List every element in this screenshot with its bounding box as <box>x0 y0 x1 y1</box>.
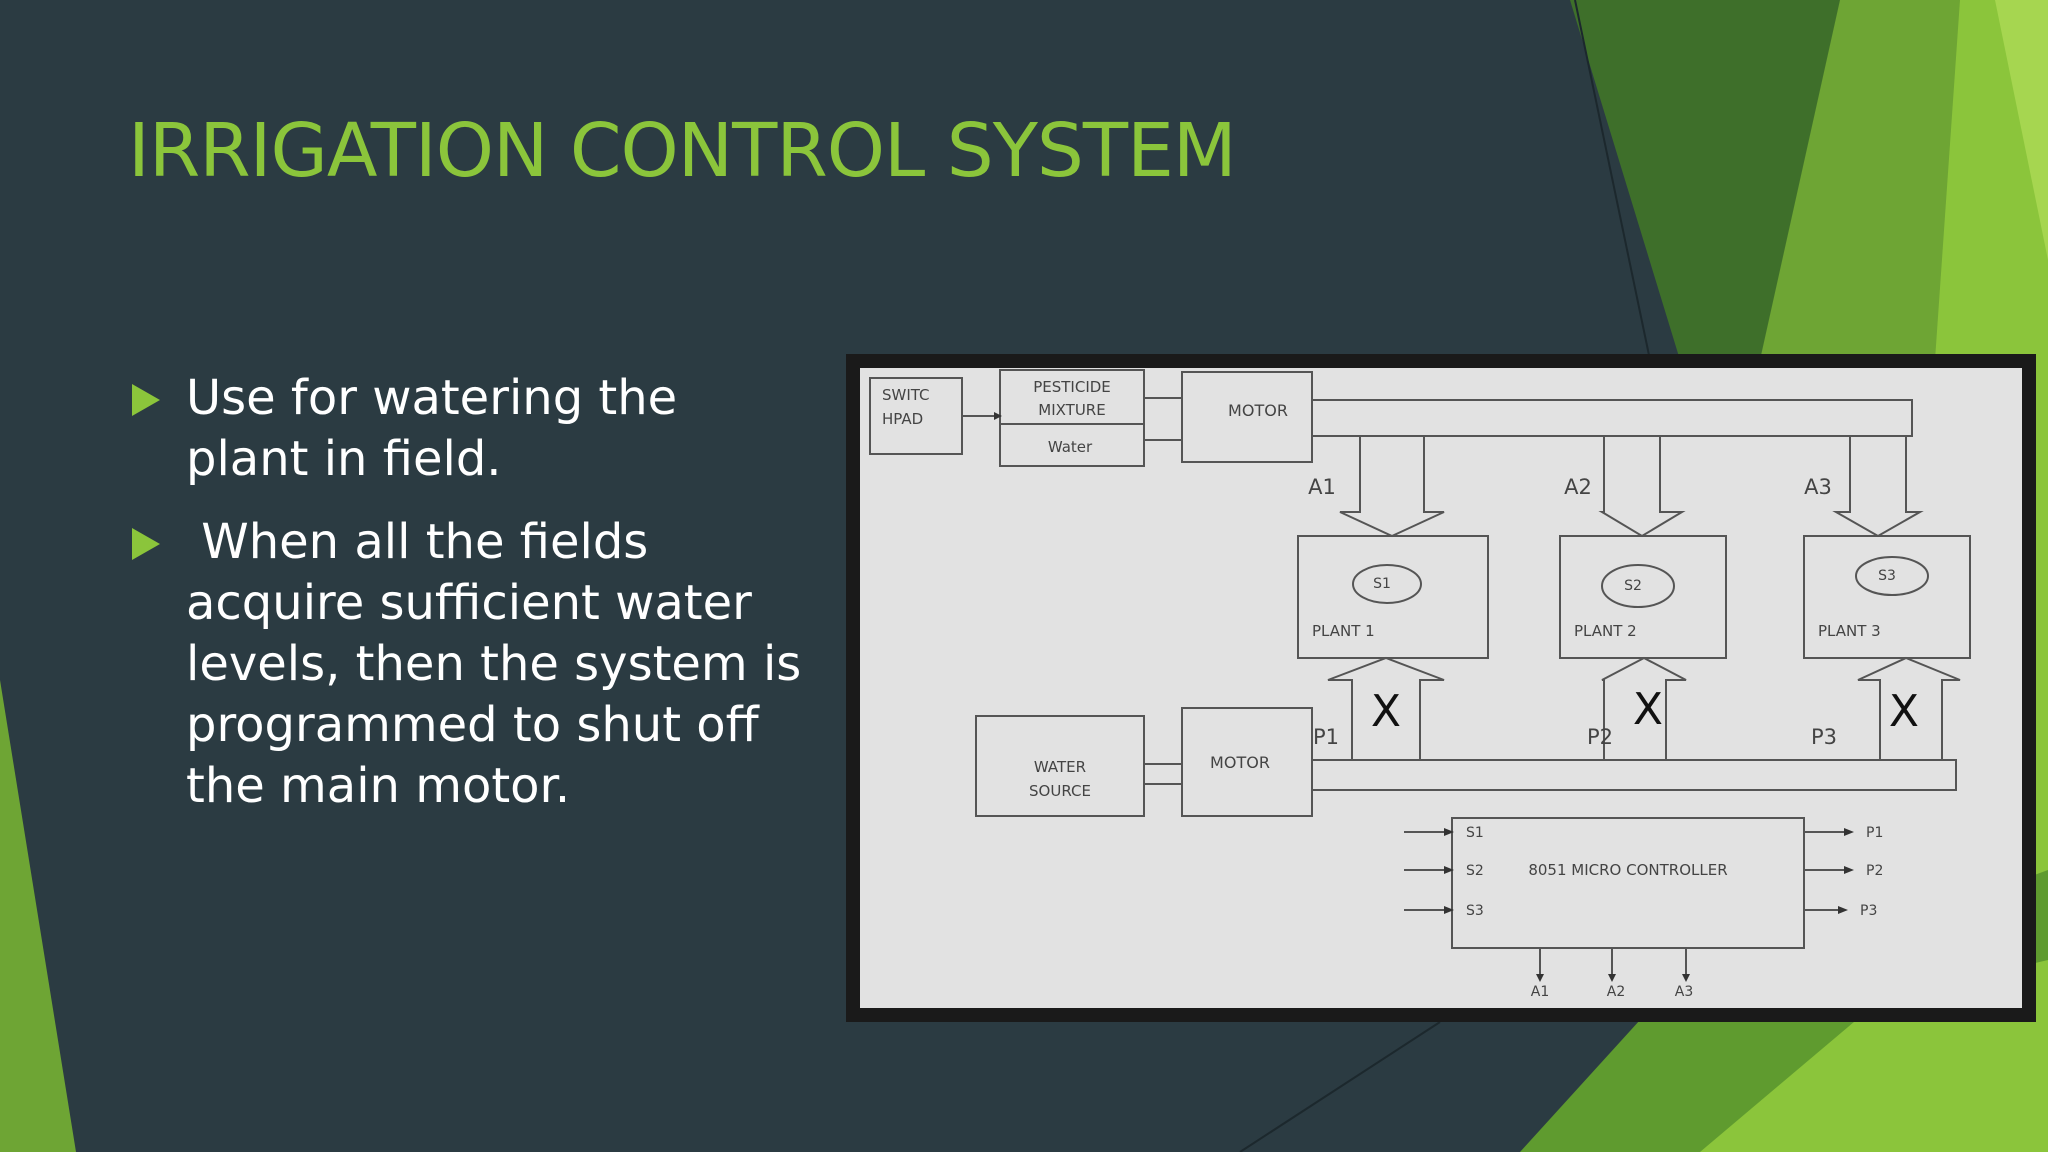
arrowhead <box>1682 974 1690 982</box>
controller-output-a2: A2 <box>1607 984 1625 1000</box>
decorative-line-bottom <box>1239 1021 1441 1152</box>
switch-pad-label-1: SWITC <box>882 386 930 404</box>
sensor-2-ellipse <box>1601 564 1675 608</box>
controller-output-p3: P3 <box>1860 903 1877 919</box>
controller-output-a1: A1 <box>1531 984 1549 1000</box>
valve-a3-label: A3 <box>1804 475 1832 499</box>
arrowhead <box>994 412 1002 420</box>
left-green-shape <box>0 680 76 1152</box>
sensor-1-label: S1 <box>1373 576 1391 592</box>
slide-title: IRRIGATION CONTROL SYSTEM <box>128 108 1237 194</box>
valve-p1-label: P1 <box>1313 725 1339 749</box>
controller-input-s1: S1 <box>1466 825 1484 841</box>
triangle-bullet-icon <box>132 384 160 416</box>
right-lime-stripe <box>1995 0 2048 260</box>
arrowhead <box>1444 906 1454 914</box>
controller-output-p1: P1 <box>1866 825 1883 841</box>
plant-3-label: PLANT 3 <box>1818 622 1881 640</box>
valve-a1-label: A1 <box>1308 475 1336 499</box>
arrowhead <box>1838 906 1848 914</box>
bullet-item: When all the fields acquire sufficient w… <box>128 512 808 817</box>
arrowhead <box>1844 828 1854 836</box>
pesticide-label-2: MIXTURE <box>1038 401 1105 419</box>
water-source-label-1: WATER <box>1034 758 1086 776</box>
arrowhead <box>1844 866 1854 874</box>
water-source-label-2: SOURCE <box>1029 782 1091 800</box>
top-motor-label: MOTOR <box>1228 401 1288 420</box>
plant-3-box <box>1803 535 1971 659</box>
plant-2-label: PLANT 2 <box>1574 622 1637 640</box>
arrowhead <box>1444 828 1454 836</box>
pesticide-label-1: PESTICIDE <box>1033 378 1111 396</box>
controller-output-a3: A3 <box>1675 984 1693 1000</box>
controller-input-s3: S3 <box>1466 903 1484 919</box>
water-source-box <box>975 715 1145 817</box>
switch-pad-label-2: HPAD <box>882 410 923 428</box>
valve-3-closed-mark: X <box>1889 686 1919 737</box>
diagram-background <box>860 368 2022 1008</box>
water-label: Water <box>1048 438 1093 456</box>
water-box <box>999 423 1145 467</box>
valve-2-closed-mark: X <box>1633 684 1663 735</box>
controller-output-p2: P2 <box>1866 863 1883 879</box>
arrowhead <box>1536 974 1544 982</box>
bullet-item: Use for watering the plant in field. <box>128 368 808 490</box>
bottom-pipe <box>1311 759 1957 791</box>
sensor-1-ellipse <box>1352 564 1422 604</box>
valve-p3-label: P3 <box>1811 725 1837 749</box>
bullet-text: Use for watering the plant in field. <box>186 370 678 487</box>
arrowhead <box>1608 974 1616 982</box>
bottom-motor-label: MOTOR <box>1210 753 1270 772</box>
controller-label: 8051 MICRO CONTROLLER <box>1528 861 1727 879</box>
valve-p1-arrow <box>1327 656 1445 761</box>
valve-p2-label: P2 <box>1587 725 1613 749</box>
sensor-3-ellipse <box>1855 556 1929 596</box>
valve-p2-arrow <box>1601 656 1687 761</box>
valve-a2-label: A2 <box>1564 475 1592 499</box>
bullet-list: Use for watering the plant in field. Whe… <box>128 368 808 839</box>
controller-box <box>1451 817 1805 949</box>
valve-1-closed-mark: X <box>1371 686 1401 737</box>
sensor-3-label: S3 <box>1878 568 1896 584</box>
sensor-2-label: S2 <box>1624 578 1642 594</box>
controller-input-s2: S2 <box>1466 863 1484 879</box>
valve-p3-arrow <box>1857 656 1961 761</box>
decorative-line <box>1574 0 1651 361</box>
irrigation-diagram: SWITC HPAD PESTICIDE MIXTURE Water MOTOR… <box>860 368 2022 1008</box>
valve-a2-arrow <box>1598 435 1686 538</box>
bullet-text: When all the fields acquire sufficient w… <box>186 514 817 814</box>
triangle-bullet-icon <box>132 528 160 560</box>
plant-1-label: PLANT 1 <box>1312 622 1375 640</box>
arrowhead <box>1444 866 1454 874</box>
valve-a3-arrow <box>1832 435 1924 538</box>
valve-a1-arrow <box>1339 435 1445 538</box>
